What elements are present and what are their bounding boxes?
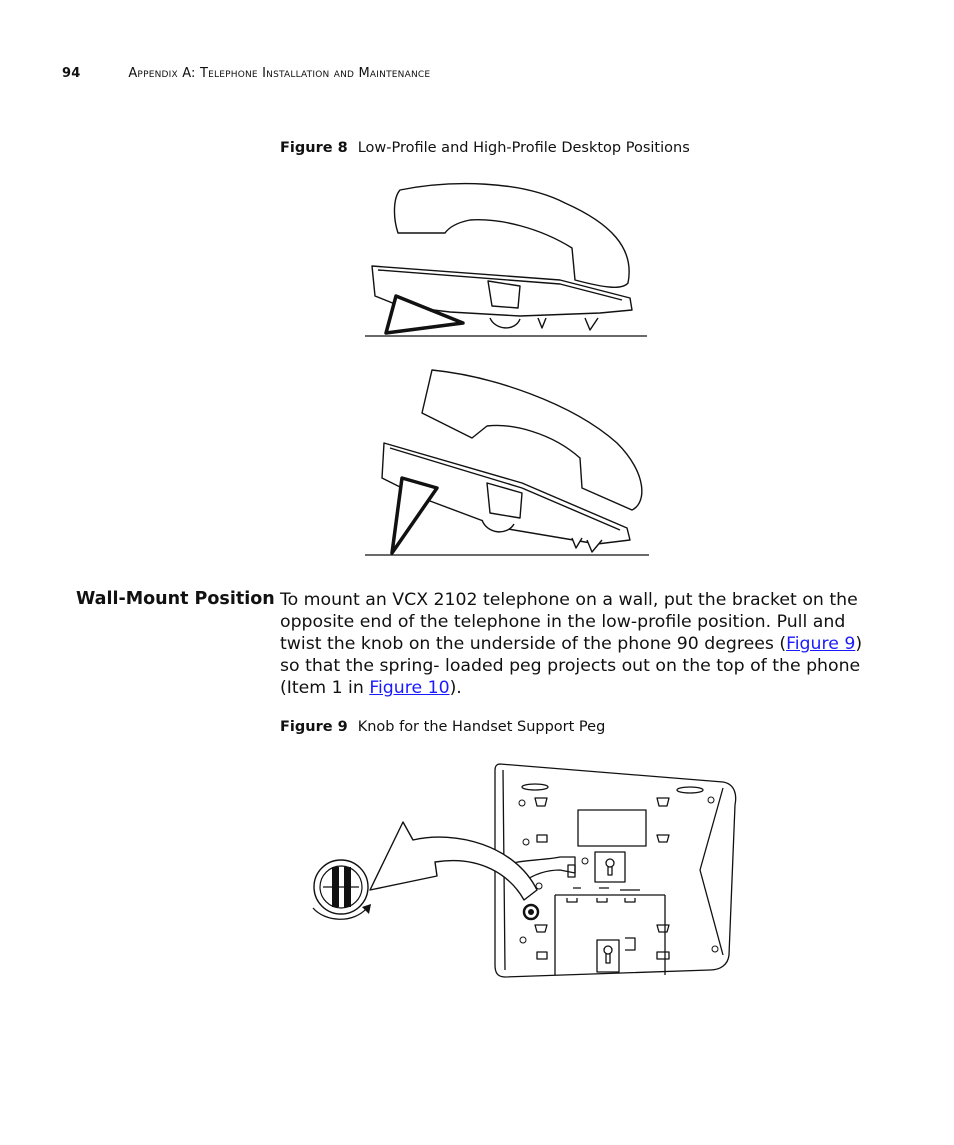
wall-mount-paragraph: To mount an VCX 2102 telephone on a wall… — [280, 589, 880, 699]
running-title: Appendix A: Telephone Installation and M… — [128, 66, 431, 81]
figure-9-caption-text: Knob for the Handset Support Peg — [357, 719, 606, 735]
section-heading: Wall-Mount Position — [76, 589, 275, 609]
figure-9-caption: Figure 9 Knob for the Handset Support Peg — [280, 719, 605, 735]
figure-10-link[interactable]: Figure 10 — [369, 678, 450, 698]
high-profile-phone-illustration — [365, 369, 649, 556]
paragraph-text-1: To mount an VCX 2102 telephone on a wall… — [280, 590, 858, 654]
figure-9-label: Figure 9 — [280, 719, 348, 735]
figure-8-label: Figure 8 — [280, 140, 348, 156]
paragraph-text-2: ) so that the spring- loaded peg project… — [280, 634, 863, 698]
phone-underside-knob-illustration — [312, 763, 737, 978]
figure-9-link[interactable]: Figure 9 — [786, 634, 856, 654]
figure-8-caption-text: Low-Profile and High-Profile Desktop Pos… — [357, 140, 690, 156]
running-header: 94 Appendix A: Telephone Installation an… — [62, 66, 430, 81]
low-profile-phone-illustration — [365, 182, 647, 337]
figure-8-caption: Figure 8 Low-Profile and High-Profile Des… — [280, 140, 690, 156]
page-number: 94 — [62, 66, 81, 81]
paragraph-text-3: ). — [449, 678, 462, 698]
